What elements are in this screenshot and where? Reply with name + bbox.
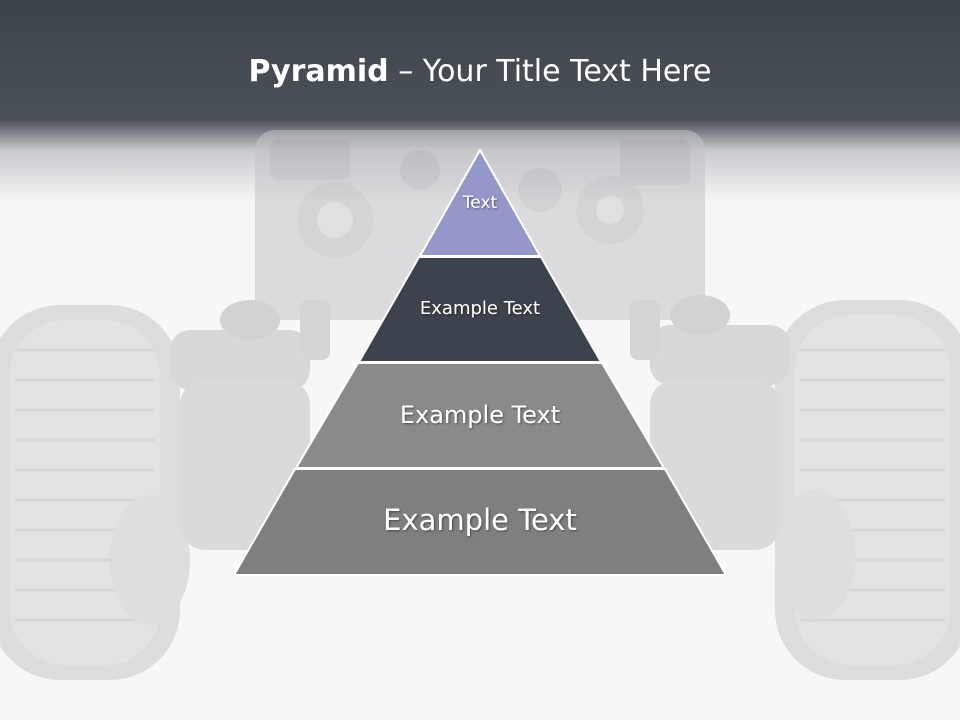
pyramid-tier-4[interactable]: Example Text (232, 468, 728, 576)
pyramid-tier-2[interactable]: Example Text (357, 256, 603, 363)
pyramid-tier-3[interactable]: Example Text (294, 362, 666, 469)
tier-label: Example Text (420, 298, 540, 319)
tier-label: Example Text (400, 401, 560, 429)
right-tire-icon (775, 300, 960, 680)
tier-label: Example Text (383, 503, 577, 537)
title-rest: – Your Title Text Here (388, 54, 712, 89)
pyramid-tier-1[interactable]: Text (418, 147, 542, 257)
slide-title: Pyramid – Your Title Text Here (0, 50, 960, 94)
title-bold: Pyramid (248, 54, 389, 89)
left-tire-icon (0, 305, 190, 680)
tier-label: Text (462, 193, 498, 213)
